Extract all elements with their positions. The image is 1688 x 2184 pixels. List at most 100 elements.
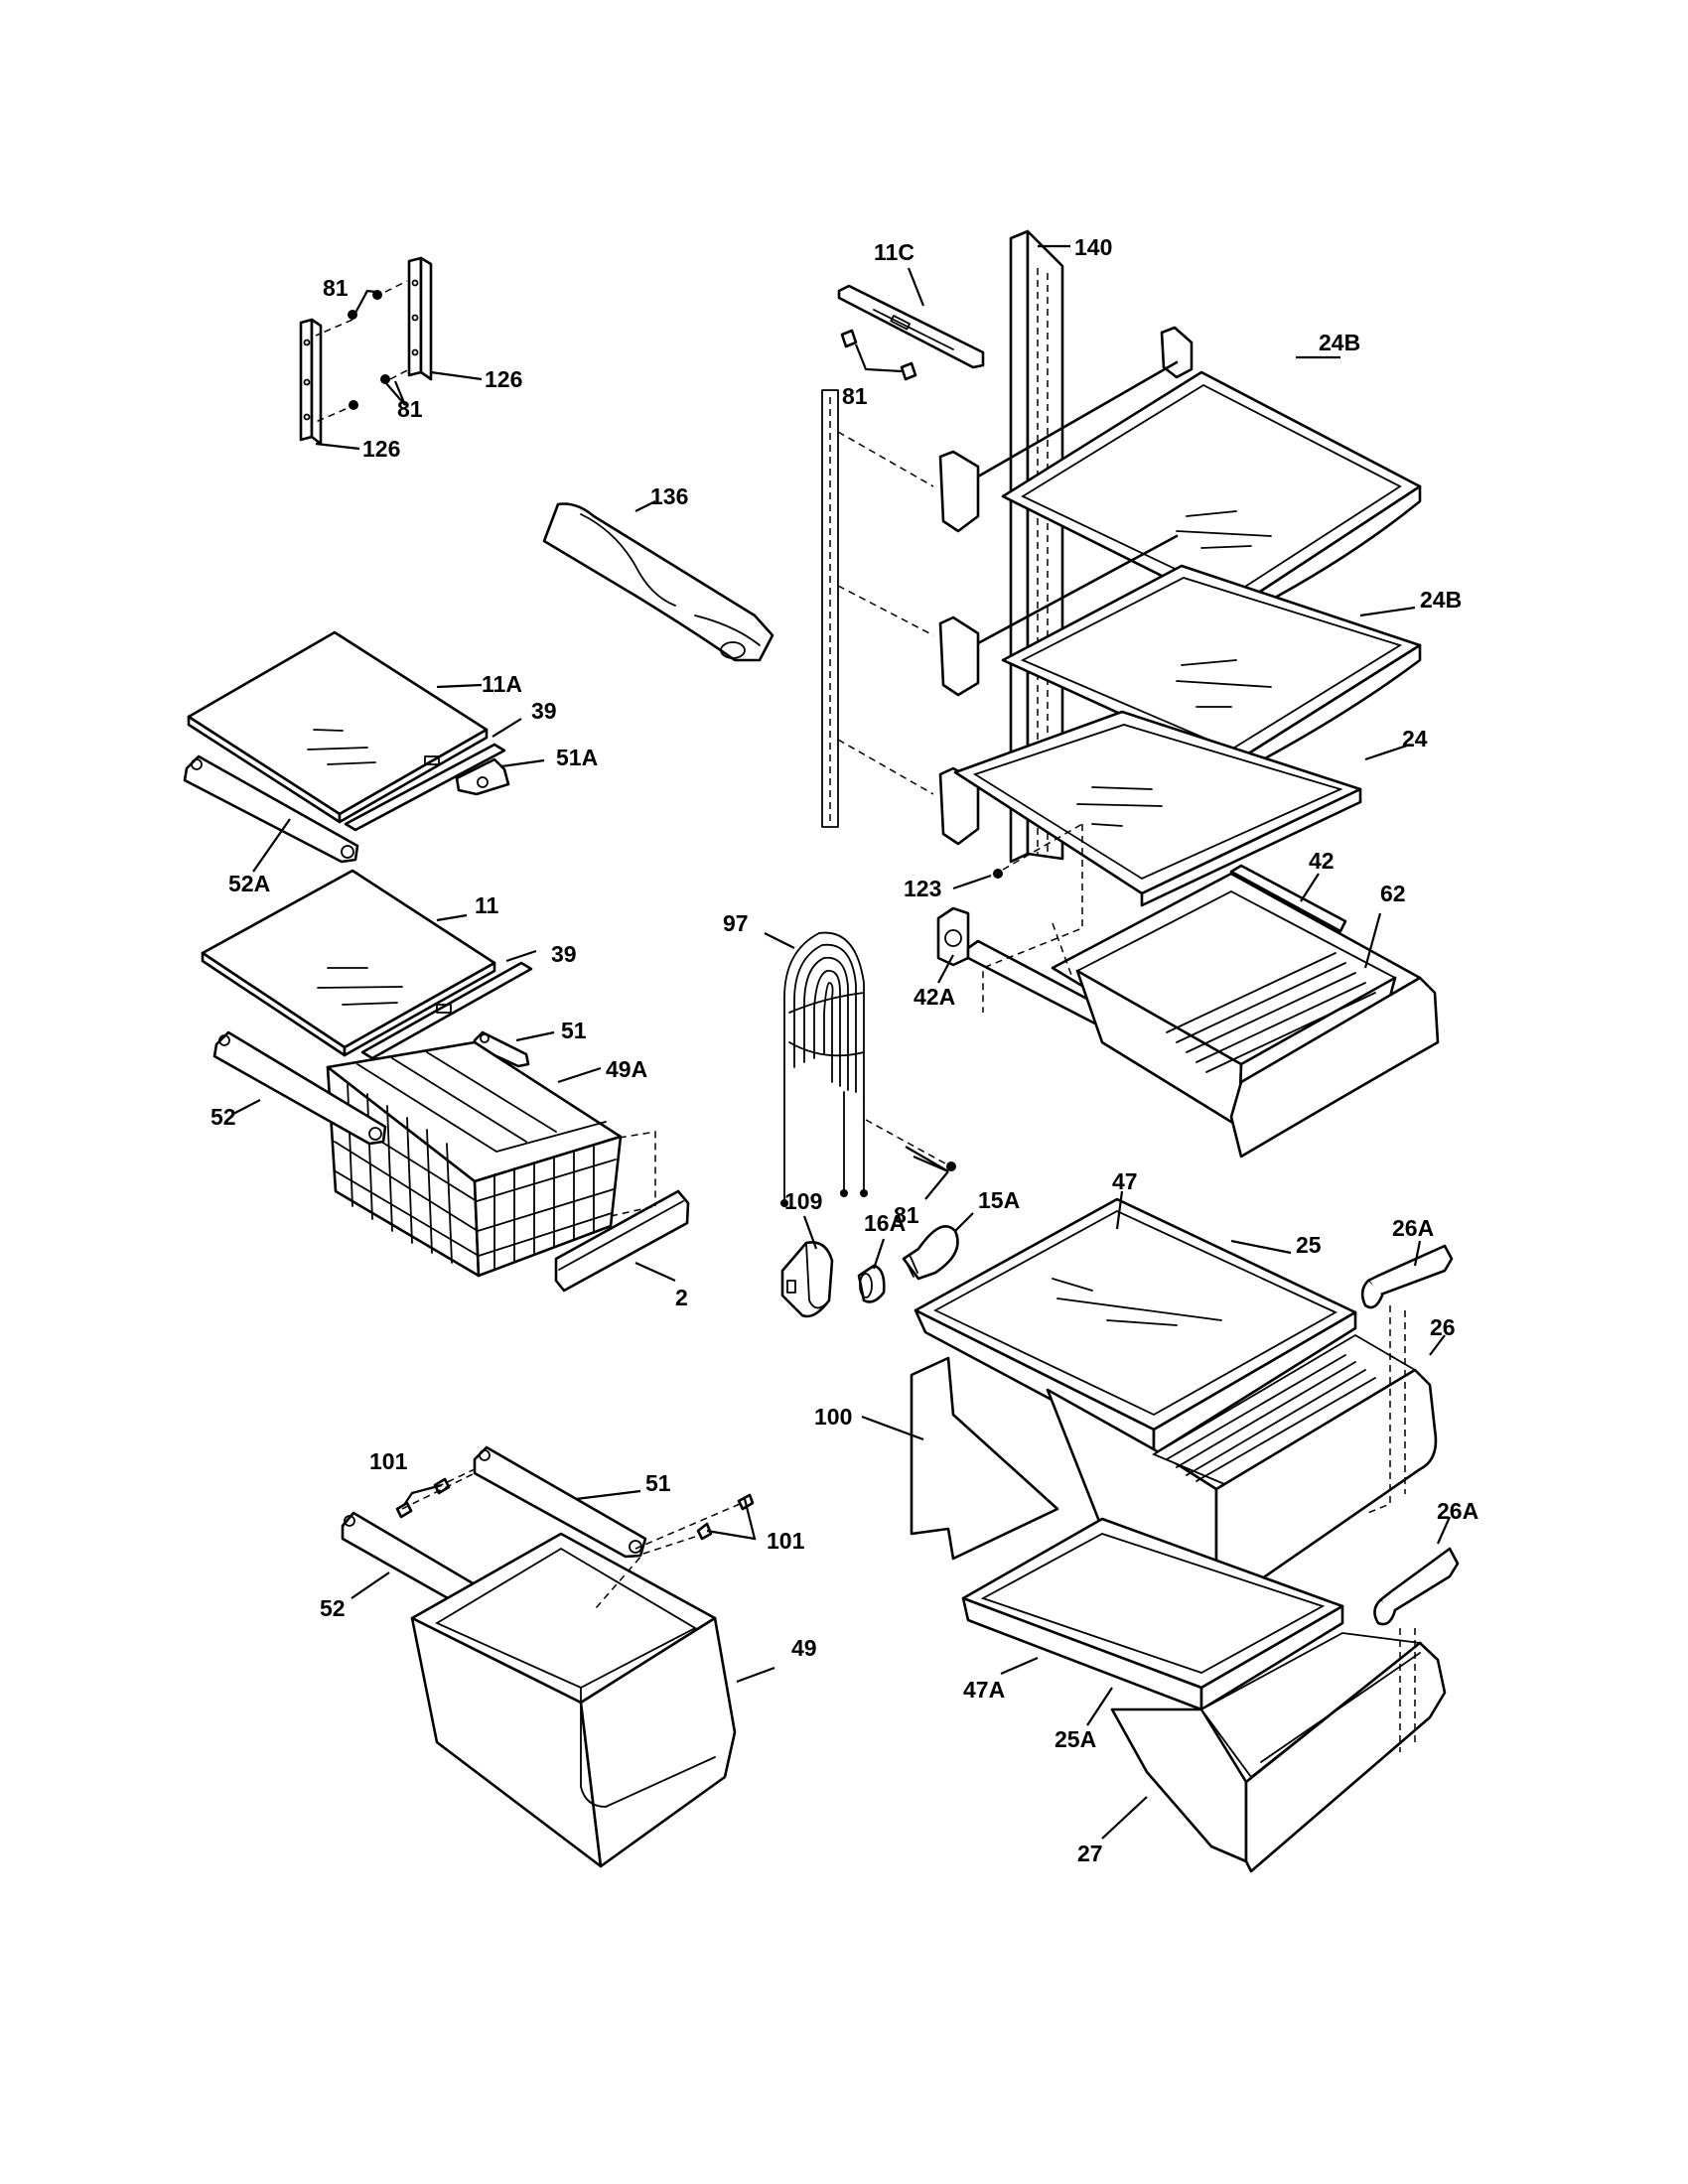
hinge-11c: [837, 284, 985, 369]
leader-97: [764, 932, 795, 949]
dashes-bin-49: [401, 1468, 741, 1609]
basket-49a: [326, 1040, 623, 1278]
trim-39-top: [344, 743, 506, 832]
drawer-26: [1046, 1333, 1438, 1605]
shelf-24b-top: [938, 326, 1422, 622]
leader-109: [802, 1215, 818, 1250]
label-49a: 49A: [606, 1056, 647, 1082]
rail-42: [1229, 864, 1347, 933]
label-47: 47: [1112, 1168, 1138, 1194]
leader-81-coil-c: [924, 1170, 949, 1200]
leaders-62-group: [937, 873, 1382, 984]
label-39-mid: 39: [551, 941, 577, 967]
leaders-49-group: [351, 1483, 775, 1684]
label-100: 100: [814, 1404, 852, 1430]
part-136-cover: [542, 502, 774, 662]
label-136: 136: [650, 483, 688, 509]
label-62: 62: [1380, 881, 1406, 906]
label-24: 24: [1402, 726, 1428, 751]
label-11c: 11C: [874, 239, 914, 265]
drawer-27: [1110, 1632, 1447, 1873]
leader-11c: [907, 267, 925, 307]
screw-123: [993, 869, 1003, 879]
dash-81-coil: [865, 1119, 946, 1164]
leader-lines-top-left: [315, 289, 483, 451]
label-25: 25: [1296, 1232, 1322, 1258]
bin-49: [410, 1532, 737, 1868]
leader-81-coil-b: [913, 1155, 949, 1173]
slide-52a: [183, 754, 359, 864]
panel-100: [910, 1356, 1059, 1561]
shelf-11a: [187, 630, 489, 824]
label-101-right: 101: [767, 1528, 805, 1554]
label-15a: 15A: [978, 1187, 1020, 1213]
label-24b-mid: 24B: [1420, 587, 1462, 613]
shelf-24: [938, 710, 1362, 907]
leader-24b-mid: [1359, 606, 1416, 617]
screws-81-hinge: [840, 329, 917, 381]
label-26a-top: 26A: [1392, 1215, 1434, 1241]
label-51-low: 51: [645, 1470, 671, 1496]
label-51a: 51A: [556, 745, 598, 770]
label-123: 123: [904, 876, 941, 901]
bracket-126-upper: [407, 256, 433, 381]
leader-16a: [872, 1238, 886, 1270]
dash-link-3: [837, 739, 934, 795]
trim-39-mid: [360, 961, 533, 1060]
label-42: 42: [1309, 848, 1335, 874]
trim-2: [554, 1189, 690, 1293]
dashes-49a: [607, 1131, 656, 1217]
label-2: 2: [675, 1285, 688, 1310]
label-24b-top: 24B: [1319, 330, 1360, 355]
label-52-low: 52: [320, 1595, 346, 1621]
label-26a-low: 26A: [1437, 1498, 1478, 1524]
dash-link-2: [837, 585, 934, 636]
leader-15a: [954, 1212, 974, 1232]
label-126-upper: 126: [485, 366, 522, 392]
label-49: 49: [791, 1635, 817, 1661]
screw-81-coil: [946, 1161, 956, 1171]
label-16a: 16A: [864, 1210, 906, 1236]
label-52-mid: 52: [211, 1104, 236, 1130]
label-81-mid: 81: [397, 396, 423, 422]
rail-140: [1009, 229, 1064, 864]
label-47a: 47A: [963, 1677, 1005, 1703]
label-81-top: 81: [323, 275, 349, 301]
rail-left-dotted: [821, 389, 839, 828]
bracket-26a-top: [1360, 1244, 1454, 1309]
label-25a: 25A: [1055, 1726, 1096, 1752]
leader-136: [634, 500, 656, 512]
bulb-15a: [902, 1225, 959, 1281]
label-27: 27: [1077, 1841, 1103, 1866]
label-109: 109: [784, 1188, 822, 1214]
label-97: 97: [723, 910, 749, 936]
label-42a: 42A: [914, 984, 955, 1010]
label-126-lower: 126: [362, 436, 400, 462]
tubing-97: [780, 931, 868, 1207]
drawer-62: [1051, 872, 1440, 1159]
shelf-24b-mid: [938, 534, 1422, 778]
dashes-drawer-27: [1399, 1628, 1416, 1752]
leader-24: [1364, 743, 1411, 761]
shelf-11: [201, 869, 496, 1057]
label-81-hinge: 81: [842, 383, 868, 409]
slide-51-low: [473, 1445, 647, 1559]
bracket-126-lower: [299, 318, 323, 446]
housing-109: [780, 1241, 834, 1318]
dashes-drawer-26: [1364, 1305, 1406, 1515]
slide-51a: [455, 757, 510, 796]
leader-123: [952, 874, 992, 890]
label-52a: 52A: [228, 871, 270, 896]
slide-52-mid: [212, 1030, 387, 1146]
label-51-mid: 51: [561, 1018, 587, 1043]
leaders-11a-group: [252, 683, 545, 873]
bracket-26a-low: [1373, 1547, 1460, 1626]
label-39-top: 39: [531, 698, 557, 724]
label-11a: 11A: [482, 671, 522, 697]
leaders-47-group: [861, 1190, 1446, 1441]
leader-81-hinge: [854, 343, 903, 373]
label-140: 140: [1074, 234, 1112, 260]
socket-16a: [857, 1264, 886, 1303]
dash-123: [1002, 823, 1083, 871]
